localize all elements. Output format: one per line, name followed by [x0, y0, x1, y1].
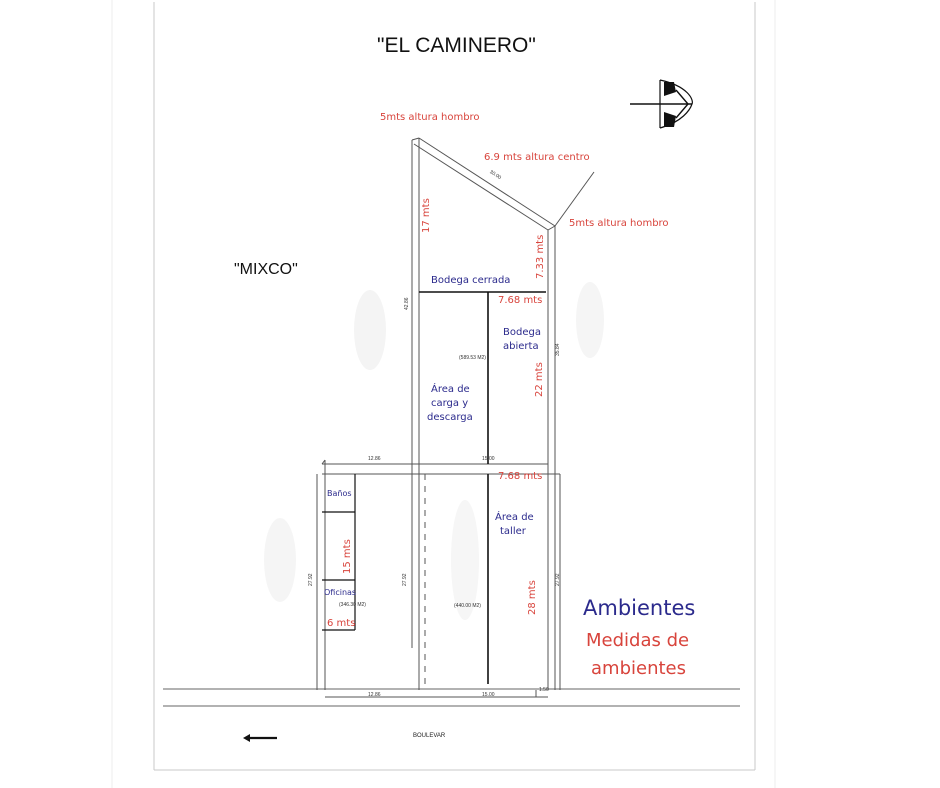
- dim-upper-right: 35.84: [555, 343, 561, 356]
- offices-depth: 15 mts: [342, 539, 353, 574]
- dim-left-2: 27.92: [402, 573, 408, 586]
- dim-top-left: 12.86: [368, 456, 381, 462]
- workshop-label-2: taller: [500, 526, 526, 537]
- dim-bottom-right: 15.00: [482, 692, 495, 698]
- center-height: 6.9 mts altura centro: [484, 152, 590, 163]
- area-upper: (589.53 M2): [459, 355, 486, 361]
- bathrooms-label: Baños: [327, 489, 352, 498]
- width-top-label: 17 mts: [421, 198, 432, 233]
- open-storage-label-1: Bodega: [503, 327, 541, 338]
- upper-lot-outline: [411, 137, 595, 648]
- scan-smudge: [264, 518, 296, 602]
- lower-lot-outline: [316, 459, 561, 698]
- right-upper-label: 7.33 mts: [535, 234, 546, 279]
- shoulder-height-left: 5mts altura hombro: [380, 112, 480, 123]
- legend-ambientes: Ambientes: [583, 596, 696, 620]
- legend-medidas-1: Medidas de: [586, 630, 690, 651]
- workshop-depth: 28 mts: [527, 580, 538, 615]
- scan-smudge: [576, 282, 604, 358]
- area-lower-left: (346.30 M2): [339, 602, 366, 608]
- open-storage-label-2: abierta: [503, 341, 539, 352]
- dim-corner: 1.50: [539, 687, 549, 693]
- dim-top-right: 15.00: [482, 456, 495, 462]
- loading-label-3: descarga: [427, 412, 473, 423]
- office-block: [322, 474, 356, 631]
- scan-smudge: [451, 500, 479, 620]
- dim-left-1: 27.92: [308, 573, 314, 586]
- scan-smudge: [354, 290, 386, 370]
- offices-width: 6 mts: [327, 618, 356, 629]
- area-lower-right: (440.00 M2): [454, 603, 481, 609]
- loading-label-2: carga y: [431, 398, 469, 409]
- shoulder-height-right: 5mts altura hombro: [569, 218, 669, 229]
- legend-medidas-2: ambientes: [591, 658, 686, 679]
- dim-upper-left: 42.86: [404, 297, 410, 310]
- closed-storage-width: 7.68 mts: [498, 295, 543, 306]
- workshop-width: 7.68 mts: [498, 471, 543, 482]
- direction-arrow-head: [243, 734, 250, 742]
- street-label: BOULEVAR: [413, 733, 446, 739]
- plan-title: "EL CAMINERO": [377, 34, 536, 57]
- workshop-label-1: Área de: [495, 512, 534, 523]
- north-arrow-icon: [630, 79, 693, 129]
- mixco-label: "MIXCO": [234, 261, 298, 278]
- dim-bottom-left: 12.86: [368, 692, 381, 698]
- offices-label: Oficinas: [324, 588, 357, 597]
- open-storage-depth: 22 mts: [534, 362, 545, 397]
- dim-right-1: 27.92: [555, 573, 561, 586]
- closed-storage-label: Bodega cerrada: [431, 275, 511, 286]
- loading-label-1: Área de: [431, 384, 470, 395]
